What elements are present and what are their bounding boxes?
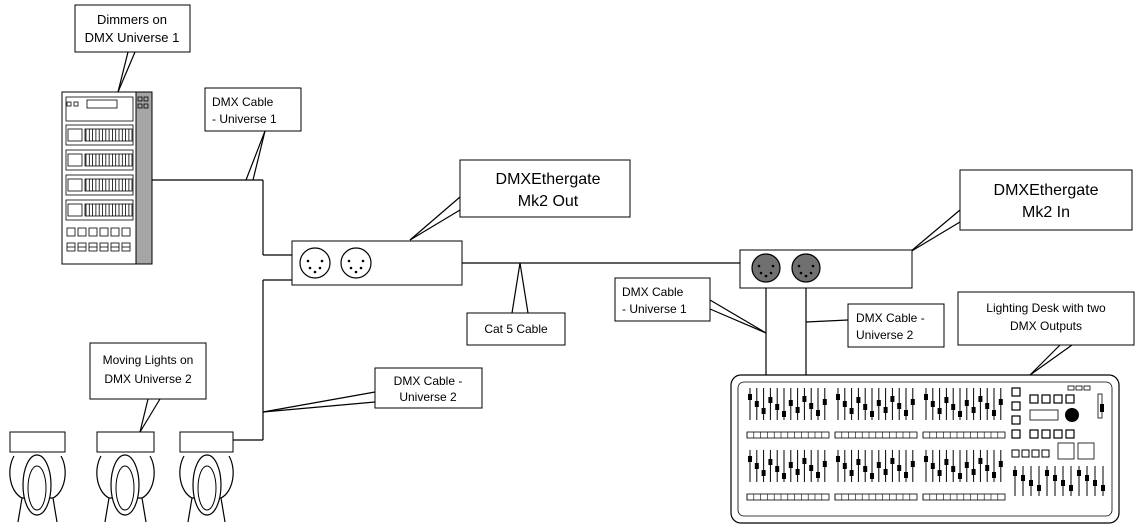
ethergate-in-line1: DMXEthergate	[994, 182, 1099, 199]
dmx-cable-u2-left-line1: DMX Cable -	[394, 374, 463, 388]
desk-label-line2: DMX Outputs	[1010, 319, 1082, 333]
callout-dmx-cable-u2-left: DMX Cable - Universe 2	[374, 367, 483, 409]
ethergate-in-device	[739, 249, 913, 289]
desk-control-panel	[1029, 385, 1104, 460]
xlr-connector-out-1	[299, 247, 331, 279]
callout-moving-lights: Moving Lights on DMX Universe 2	[89, 342, 207, 400]
dmx-cable-u2-right-line2: Universe 2	[856, 328, 914, 342]
ethergate-out-line2: Mk2 Out	[518, 193, 579, 210]
dmx-cable-u1-right-line2: - Universe 1	[622, 302, 687, 316]
dmx-cable-u1-top-line2: - Universe 1	[212, 112, 277, 126]
xlr-connector-in-2	[791, 253, 821, 283]
moving-lights-label-line1: Moving Lights on	[103, 353, 194, 367]
dimmers-label-line1: Dimmers on	[97, 12, 167, 27]
callout-dmx-cable-u1-right: DMX Cable - Universe 1	[614, 277, 711, 322]
moving-light-2	[96, 431, 155, 523]
lighting-desk	[730, 374, 1120, 524]
desk-label-line1: Lighting Desk with two	[986, 301, 1106, 315]
moving-light-3	[179, 431, 234, 523]
dmx-cable-u2-right-line1: DMX Cable -	[856, 311, 925, 325]
xlr-connector-out-2	[340, 247, 372, 279]
dmx-cable-u2-left-line2: Universe 2	[399, 390, 457, 404]
callout-ethergate-out: DMXEthergate Mk2 Out	[459, 159, 631, 218]
dimmers-label-line2: DMX Universe 1	[85, 30, 180, 45]
callout-cat5: Cat 5 Cable	[466, 312, 566, 346]
dimmer-rack	[61, 91, 153, 265]
callout-desk: Lighting Desk with two DMX Outputs	[957, 291, 1135, 346]
callout-dimmers: Dimmers on DMX Universe 1	[74, 4, 191, 53]
moving-lights-label-line2: DMX Universe 2	[104, 372, 192, 386]
ethergate-out-line1: DMXEthergate	[496, 171, 601, 188]
moving-lights	[9, 431, 234, 523]
cat5-label: Cat 5 Cable	[484, 322, 548, 336]
ethergate-out-device	[291, 240, 463, 286]
cables	[117, 51, 1073, 441]
callout-dmx-cable-u1-top: DMX Cable - Universe 1	[204, 87, 302, 132]
callout-dmx-cable-u2-right: DMX Cable - Universe 2	[847, 303, 945, 348]
callout-ethergate-in: DMXEthergate Mk2 In	[959, 169, 1133, 231]
moving-light-1	[9, 431, 66, 523]
xlr-connector-in-1	[751, 253, 781, 283]
dmx-cable-u1-top-line1: DMX Cable	[212, 95, 274, 109]
dmx-cable-u1-right-line1: DMX Cable	[622, 285, 684, 299]
ethergate-in-line2: Mk2 In	[1022, 204, 1070, 221]
